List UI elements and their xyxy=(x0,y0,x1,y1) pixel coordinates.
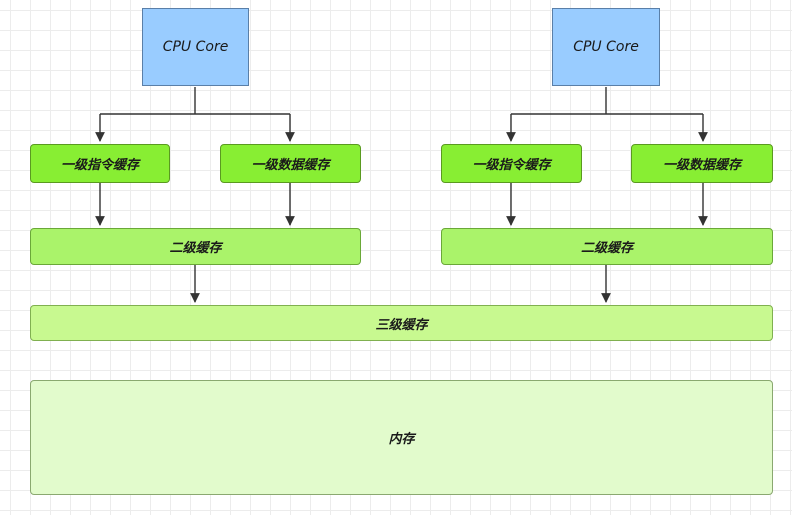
left-l2-cache-label: 二级缓存 xyxy=(169,241,222,256)
right-l2-cache-label: 二级缓存 xyxy=(580,241,633,256)
left-cpu-core-label: CPU Core xyxy=(162,39,229,55)
main-memory: 内存 xyxy=(30,380,773,495)
right-cpu-core: CPU Core xyxy=(552,8,660,86)
right-l2-cache: 二级缓存 xyxy=(441,228,773,265)
left-cpu-core: CPU Core xyxy=(142,8,249,86)
right-l1-instruction-cache: 一级指令缓存 xyxy=(441,144,582,183)
left-l2-cache: 二级缓存 xyxy=(30,228,361,265)
left-l1-data-cache: 一级数据缓存 xyxy=(220,144,361,183)
right-l1-instruction-cache-label: 一级指令缓存 xyxy=(472,158,551,173)
right-l1-data-cache-label: 一级数据缓存 xyxy=(662,158,741,173)
left-l1-data-cache-label: 一级数据缓存 xyxy=(251,158,330,173)
left-l1-instruction-cache-label: 一级指令缓存 xyxy=(60,158,139,173)
l3-cache: 三级缓存 xyxy=(30,305,773,341)
left-l1-instruction-cache: 一级指令缓存 xyxy=(30,144,170,183)
main-memory-label: 内存 xyxy=(388,432,415,447)
right-l1-data-cache: 一级数据缓存 xyxy=(631,144,773,183)
l3-cache-label: 三级缓存 xyxy=(375,317,428,333)
right-cpu-core-label: CPU Core xyxy=(573,39,639,55)
